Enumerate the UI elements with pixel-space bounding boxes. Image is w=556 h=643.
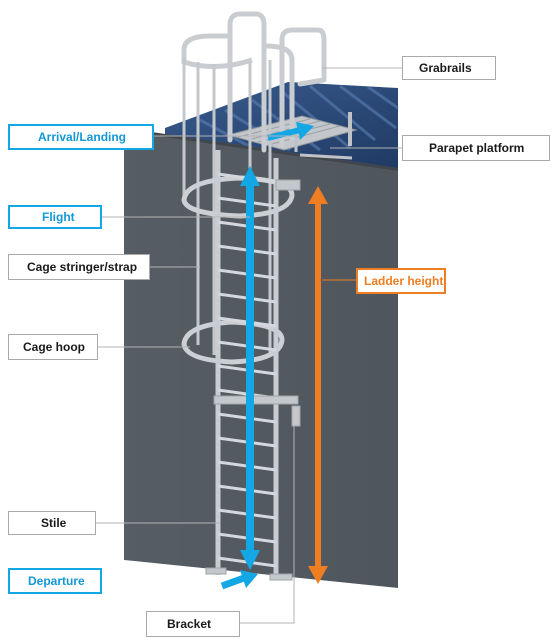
label-stile: Stile (8, 511, 96, 535)
arrival-arrow (267, 122, 314, 141)
label-bracket: Bracket (146, 611, 240, 637)
label-grabrails: Grabrails (402, 56, 496, 80)
wall-top-edge (124, 128, 398, 171)
label-cage-hoop: Cage hoop (8, 334, 98, 360)
label-parapet-platform: Parapet platform (402, 135, 550, 161)
flight-arrow (240, 166, 260, 570)
label-flight: Flight (8, 205, 102, 229)
label-ladder-height: Ladder height (356, 268, 446, 294)
label-arrival-landing: Arrival/Landing (8, 124, 154, 150)
ladder-stiles (215, 150, 279, 580)
label-departure: Departure (8, 568, 102, 594)
label-cage-stringer: Cage stringer/strap (8, 254, 150, 280)
grabrails-shape (227, 11, 327, 153)
brackets-shape (205, 179, 301, 581)
departure-arrow (220, 570, 258, 590)
ladder-height-arrow (308, 186, 328, 584)
cage-hoops (181, 175, 295, 365)
leader-lines (96, 67, 402, 624)
